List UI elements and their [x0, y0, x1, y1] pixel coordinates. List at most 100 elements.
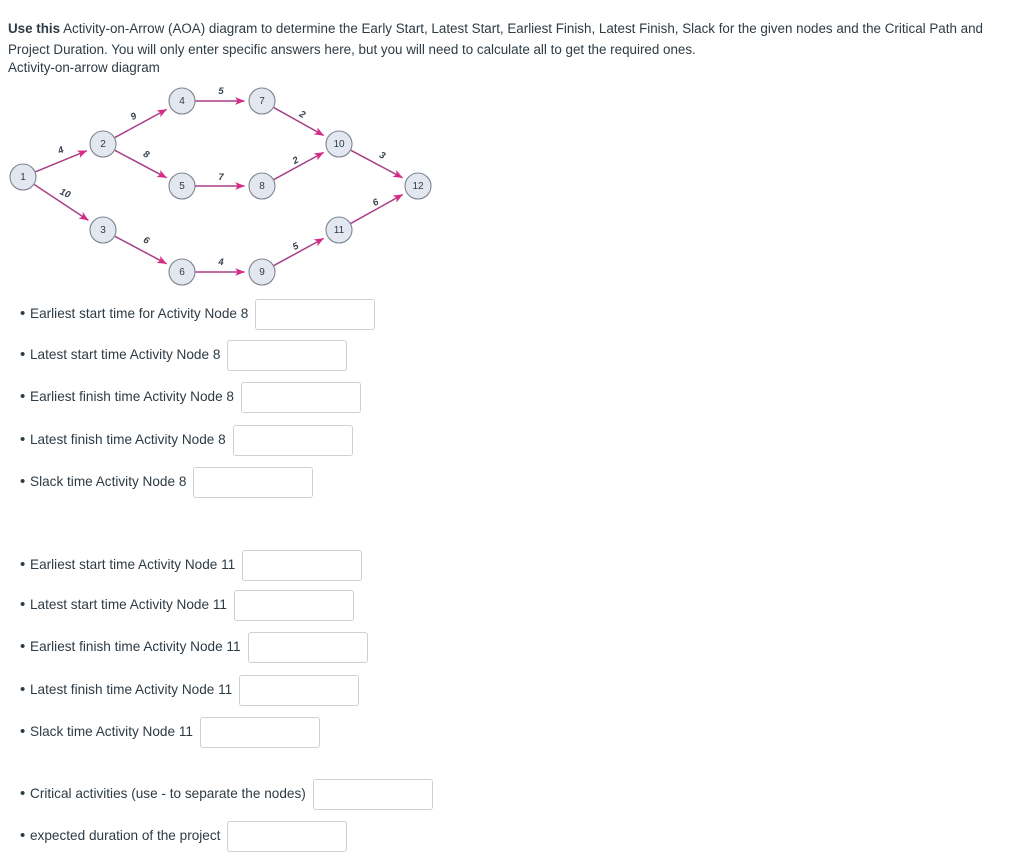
edge-weight-10-12: 3: [377, 150, 387, 163]
question-row-latest-finish-node-8: • Latest finish time Activity Node 8: [20, 424, 353, 456]
diagram-node-3: 3: [89, 216, 117, 244]
answer-input-slack-node-8[interactable]: [193, 466, 314, 498]
question-row-expected-duration: •expected duration of the project: [20, 820, 348, 852]
node-circle-6: [168, 258, 196, 286]
diagram-edge-10-to-12: [350, 149, 403, 179]
diagram-edge-1-to-3: [33, 183, 89, 221]
list-bullet: •: [20, 388, 26, 405]
diagram-node-5: 5: [168, 172, 196, 200]
edge-weight-3-6: 6: [141, 235, 151, 248]
edge-weight-6-9: 4: [217, 257, 224, 268]
question-row-latest-start-node-11: •Latest start time Activity Node 11: [20, 589, 354, 621]
question-row-earliest-finish-node-11: • Earliest finish time Activity Node 11: [20, 631, 368, 663]
node-label-12: 12: [412, 181, 424, 192]
answer-input-critical-activities[interactable]: [312, 778, 433, 810]
answer-input-earliest-finish-node-8[interactable]: [241, 381, 361, 413]
answer-input-earliest-finish-node-11[interactable]: [247, 631, 368, 663]
node-label-4: 4: [179, 96, 185, 107]
question-label-expected-duration: expected duration of the project: [30, 828, 221, 843]
node-label-9: 9: [259, 267, 265, 278]
node-label-5: 5: [179, 181, 185, 192]
edge-weight-5-8: 7: [218, 172, 224, 183]
list-bullet: •: [20, 556, 26, 573]
diagram-edge-8-to-10: [273, 151, 324, 181]
question-label-latest-start-node-8: Latest start time Activity Node 8: [30, 347, 221, 362]
node-circle-3: [89, 216, 117, 244]
edge-weight-4-7: 5: [218, 86, 224, 97]
node-circle-10: [325, 130, 353, 158]
diagram-node-10: 10: [325, 130, 353, 158]
node-label-10: 10: [333, 139, 345, 150]
edge-weight-11-12: 6: [371, 196, 381, 209]
edge-weight-7-10: 2: [296, 108, 307, 121]
list-bullet: •: [20, 723, 26, 740]
node-label-7: 7: [259, 96, 265, 107]
question-label-earliest-start-node-11: Earliest start time Activity Node 11: [30, 557, 236, 572]
list-bullet: •: [20, 346, 26, 363]
list-bullet: •: [20, 473, 26, 490]
edge-weight-8-10: 2: [290, 154, 301, 167]
node-circle-11: [325, 216, 353, 244]
diagram-node-4: 4: [168, 87, 196, 115]
node-label-3: 3: [100, 225, 106, 236]
instructions-paragraph: Use this Activity-on-Arrow (AOA) diagram…: [8, 18, 1014, 60]
diagram-edges: [33, 97, 404, 276]
diagram-edge-weights: 4 10 9 8 6 5 7 4 2 2 5 3 6: [56, 86, 388, 268]
diagram-node-1: 1: [9, 163, 37, 191]
question-row-critical-activities: •Critical activities (use - to separate …: [20, 778, 433, 810]
node-circle-8: [248, 172, 276, 200]
answer-input-latest-finish-node-8[interactable]: [232, 424, 353, 456]
node-circle-9: [248, 258, 276, 286]
answer-input-latest-start-node-11[interactable]: [233, 589, 354, 621]
question-row-earliest-start-node-11: • Earliest start time Activity Node 11: [20, 549, 363, 581]
question-row-latest-start-node-8: • Latest start time Activity Node 8: [20, 339, 348, 371]
question-row-latest-finish-node-11: • Latest finish time Activity Node 11: [20, 674, 360, 706]
list-bullet: •: [20, 785, 26, 802]
question-label-earliest-finish-node-11: Earliest finish time Activity Node 11: [30, 639, 241, 654]
question-label-latest-finish-node-8: Latest finish time Activity Node 8: [30, 432, 226, 447]
diagram-edge-2-to-5: [114, 149, 167, 179]
list-bullet: •: [20, 305, 26, 322]
instructions-lead: Use this: [8, 21, 61, 37]
answer-input-earliest-start-node-11[interactable]: [242, 549, 363, 581]
instructions-body: Activity-on-Arrow (AOA) diagram to deter…: [8, 21, 983, 58]
edge-weight-9-11: 5: [291, 240, 301, 253]
list-bullet: •: [20, 431, 26, 448]
node-circle-1: [9, 163, 37, 191]
node-label-6: 6: [179, 267, 185, 278]
answer-input-slack-node-11[interactable]: [199, 716, 320, 748]
diagram-node-9: 9: [248, 258, 276, 286]
node-circle-5: [168, 172, 196, 200]
diagram-edge-1-to-2: [35, 149, 88, 173]
question-label-latest-finish-node-11: Latest finish time Activity Node 11: [30, 682, 233, 697]
diagram-edge-11-to-12: [350, 193, 404, 225]
question-label-slack-node-11: Slack time Activity Node 11: [30, 724, 193, 739]
edge-weight-1-3: 10: [58, 187, 73, 202]
question-row-earliest-start-node-8: • Earliest start time for Activity Node 8: [20, 298, 376, 330]
node-label-1: 1: [20, 172, 26, 183]
answer-input-latest-finish-node-11[interactable]: [239, 674, 360, 706]
question-row-slack-node-8: •Slack time Activity Node 8: [20, 466, 314, 498]
question-row-slack-node-11: • Slack time Activity Node 11: [20, 716, 320, 748]
question-row-earliest-finish-node-8: •Earliest finish time Activity Node 8: [20, 381, 361, 413]
question-label-earliest-start-node-8: Earliest start time for Activity Node 8: [30, 306, 249, 321]
node-circle-7: [248, 87, 276, 115]
diagram-edge-3-to-6: [114, 235, 167, 265]
diagram-node-8: 8: [248, 172, 276, 200]
node-circle-12: [404, 172, 432, 200]
edge-weight-2-5: 8: [141, 149, 151, 162]
list-bullet: •: [20, 681, 26, 698]
diagram-edge-9-to-11: [273, 237, 324, 267]
answer-input-earliest-start-node-8[interactable]: [255, 298, 376, 330]
list-bullet: •: [20, 596, 26, 613]
diagram-node-2: 2: [89, 130, 117, 158]
edge-weight-2-4: 9: [129, 110, 139, 123]
list-bullet: •: [20, 638, 26, 655]
edge-weight-1-2: 4: [56, 144, 67, 157]
diagram-node-7: 7: [248, 87, 276, 115]
answer-input-expected-duration[interactable]: [227, 820, 348, 852]
node-label-8: 8: [259, 181, 265, 192]
answer-input-latest-start-node-8[interactable]: [227, 339, 348, 371]
